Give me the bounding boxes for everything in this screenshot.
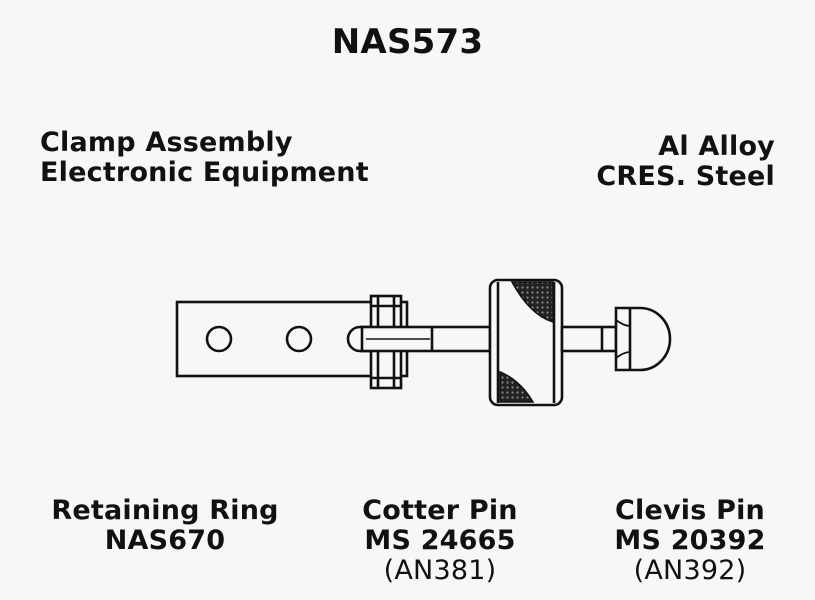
retaining-ring-name: Retaining Ring [51, 495, 279, 526]
clevis-pin-alt: (AN392) [633, 555, 747, 586]
retaining-ring-part: NAS670 [104, 525, 226, 556]
strap-hole-2 [285, 325, 313, 353]
knurled-thumb-nut [488, 278, 564, 407]
cotter-pin-alt: (AN381) [383, 555, 497, 586]
clevis-pin-name: Clevis Pin [615, 495, 765, 526]
strap-hole-1 [205, 325, 233, 353]
assembly-description: Clamp Assembly Electronic Equipment [40, 128, 369, 188]
material-line1: Al Alloy [658, 131, 775, 162]
screw-shaft [360, 325, 492, 353]
assembly-name-line1: Clamp Assembly [40, 127, 293, 158]
clevis-pin-part: MS 20392 [614, 525, 766, 556]
caption-cotter-pin: Cotter Pin MS 24665 (AN381) [340, 496, 540, 586]
strap-slot [346, 325, 402, 353]
assembly-name-line2: Electronic Equipment [40, 157, 369, 188]
cotter-pin-name: Cotter Pin [362, 495, 518, 526]
caption-clevis-pin: Clevis Pin MS 20392 (AN392) [595, 496, 785, 586]
part-title: NAS573 [331, 22, 484, 62]
material-description: Al Alloy CRES. Steel [596, 132, 775, 192]
clevis-pin [560, 306, 672, 372]
cotter-pin-part: MS 24665 [364, 525, 516, 556]
caption-retaining-ring: Retaining Ring NAS670 [40, 496, 290, 556]
material-line2: CRES. Steel [596, 161, 775, 192]
